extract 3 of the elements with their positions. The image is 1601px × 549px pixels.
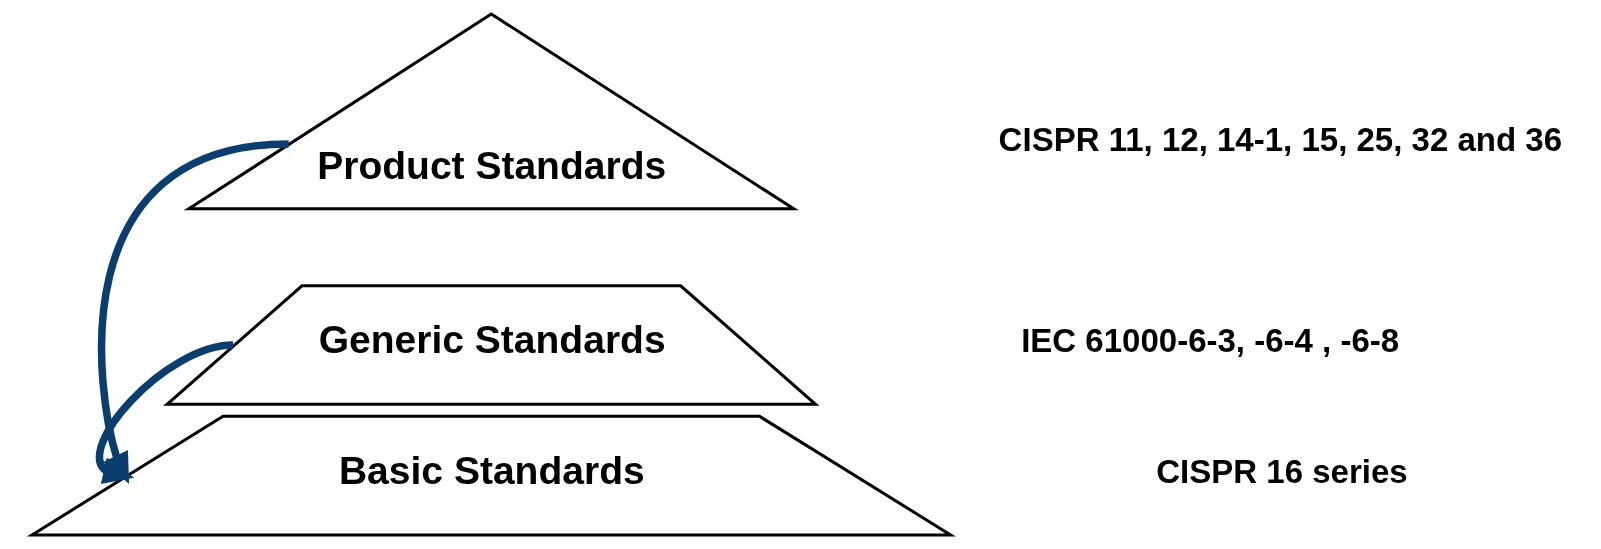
label: CISPR 16 series (1156, 452, 1408, 490)
label: CISPR 11, 12, 14-1, 15, 25, 32 and 36 (998, 120, 1563, 158)
label: IEC 61000-6-3, -6-4 , -6-8 (1021, 321, 1400, 359)
